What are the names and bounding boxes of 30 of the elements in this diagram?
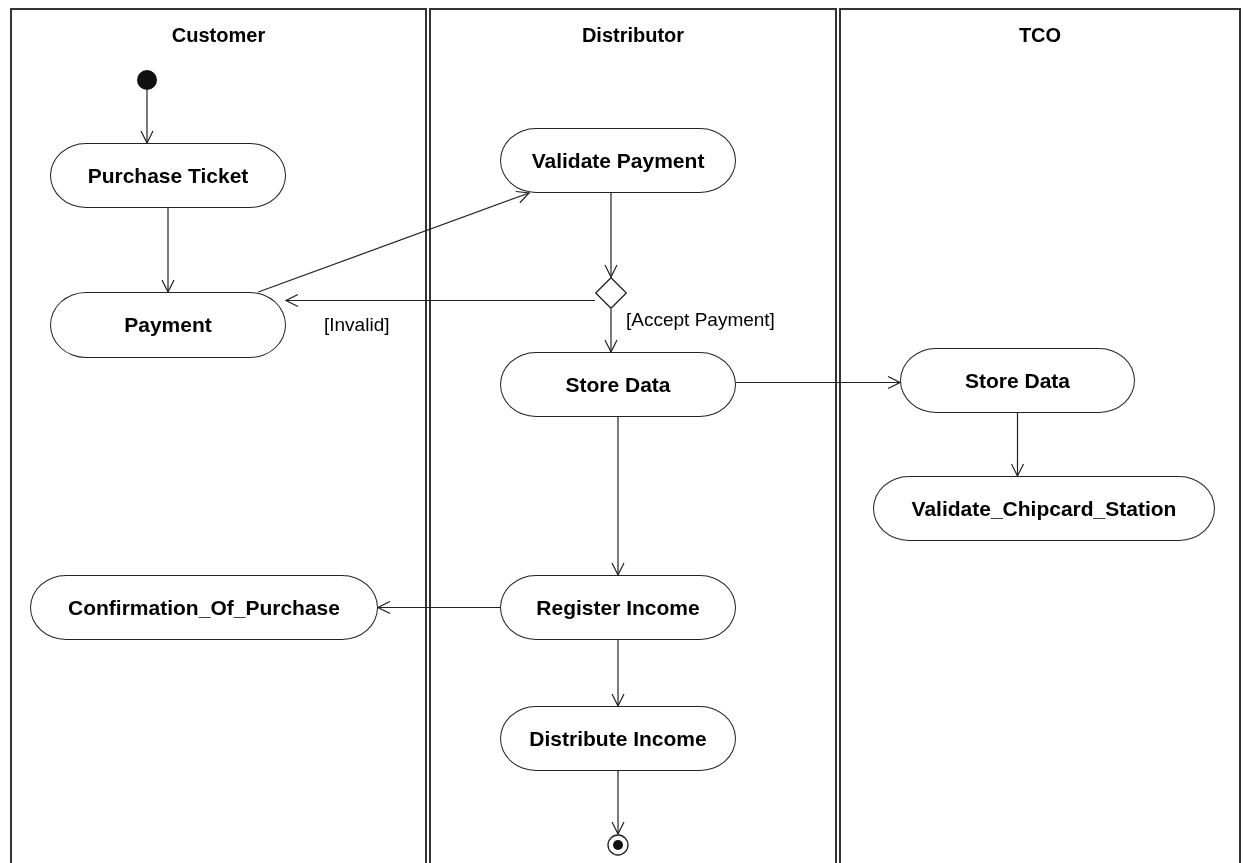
arrow [140, 89, 154, 144]
arrow [161, 207, 175, 293]
arrow [377, 600, 501, 615]
swimlane [10, 8, 427, 863]
lane-heading: Distributor [581, 24, 685, 47]
activity-box: Store Data [500, 352, 736, 417]
activity-box: Distribute Income [500, 706, 736, 771]
activity-box: Confirmation_Of_Purchase [30, 575, 378, 640]
arrow [611, 639, 625, 707]
activity-box: Register Income [500, 575, 736, 640]
arrow [285, 293, 596, 308]
activity-box: Purchase Ticket [50, 143, 286, 208]
end-node [607, 834, 629, 856]
arrow [604, 308, 618, 353]
arrow [611, 416, 625, 576]
lane-heading: TCO [1018, 24, 1062, 47]
arrow [735, 375, 901, 390]
arrow [611, 770, 625, 835]
arrow [257, 190, 530, 293]
arrow [604, 192, 618, 278]
activity-box: Validate Payment [500, 128, 736, 193]
arrow [1010, 412, 1025, 477]
swimlane [839, 8, 1241, 863]
lane-heading: Customer [171, 24, 266, 47]
activity-box: Store Data [900, 348, 1135, 413]
activity-box: Validate_Chipcard_Station [873, 476, 1215, 541]
activity-box: Payment [50, 292, 286, 358]
decision-diamond [595, 277, 627, 309]
start-node [137, 70, 157, 90]
swimlane [429, 8, 837, 863]
